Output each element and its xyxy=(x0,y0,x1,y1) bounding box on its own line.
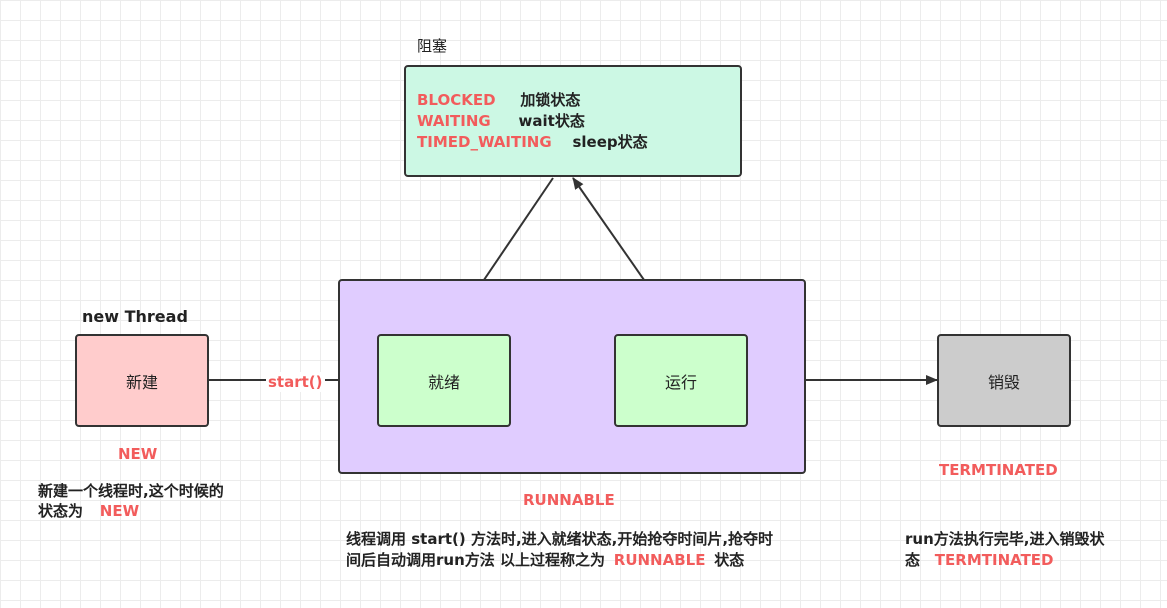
terminated-note-prefix: 态 xyxy=(905,551,921,569)
new-note-line1: 新建一个线程时,这个时候的 xyxy=(38,482,224,500)
timed-waiting-state-desc: sleep状态 xyxy=(572,133,648,151)
blocked-state-name: BLOCKED xyxy=(417,91,496,109)
blocked-row: BLOCKED 加锁状态 xyxy=(417,90,648,111)
runnable-note-prefix: 间后自动调用run方法 以上过程称之为 xyxy=(346,551,605,569)
runnable-note-line2: 间后自动调用run方法 以上过程称之为 RUNNABLE 状态 xyxy=(346,550,744,570)
terminated-node: 销毁 xyxy=(937,334,1071,427)
waiting-state-desc: wait状态 xyxy=(518,112,585,130)
running-node: 运行 xyxy=(614,334,748,427)
terminated-note-line2: 态 TERMTINATED xyxy=(905,550,1054,570)
new-note-prefix: 状态为 xyxy=(38,502,84,520)
runnable-state-name: RUNNABLE xyxy=(523,491,615,509)
blocked-box xyxy=(404,65,742,177)
terminated-note-line1: run方法执行完毕,进入销毁状 xyxy=(905,530,1105,548)
timed-waiting-row: TIMED_WAITING sleep状态 xyxy=(417,132,648,153)
start-call-label: start() xyxy=(266,372,325,392)
blocked-state-list: BLOCKED 加锁状态 WAITING wait状态 TIMED_WAITIN… xyxy=(417,90,648,153)
blocked-state-desc: 加锁状态 xyxy=(520,91,581,109)
new-note-state: NEW xyxy=(99,502,140,520)
waiting-state-name: WAITING xyxy=(417,112,491,130)
new-state-name: NEW xyxy=(118,445,158,463)
blocked-title: 阻塞 xyxy=(417,37,448,55)
terminated-state-name: TERMTINATED xyxy=(939,461,1058,479)
timed-waiting-state-name: TIMED_WAITING xyxy=(417,133,552,151)
runnable-note-line1: 线程调用 start() 方法时,进入就绪状态,开始抢夺时间片,抢夺时 xyxy=(346,530,774,548)
new-node: 新建 xyxy=(75,334,209,427)
new-thread-caption: new Thread xyxy=(82,307,188,326)
ready-node: 就绪 xyxy=(377,334,511,427)
waiting-row: WAITING wait状态 xyxy=(417,111,648,132)
runnable-note-state: RUNNABLE xyxy=(613,551,706,569)
terminated-note-state: TERMTINATED xyxy=(934,551,1054,569)
runnable-note-tail: 状态 xyxy=(714,551,745,569)
new-note-line2: 状态为 NEW xyxy=(38,501,139,521)
